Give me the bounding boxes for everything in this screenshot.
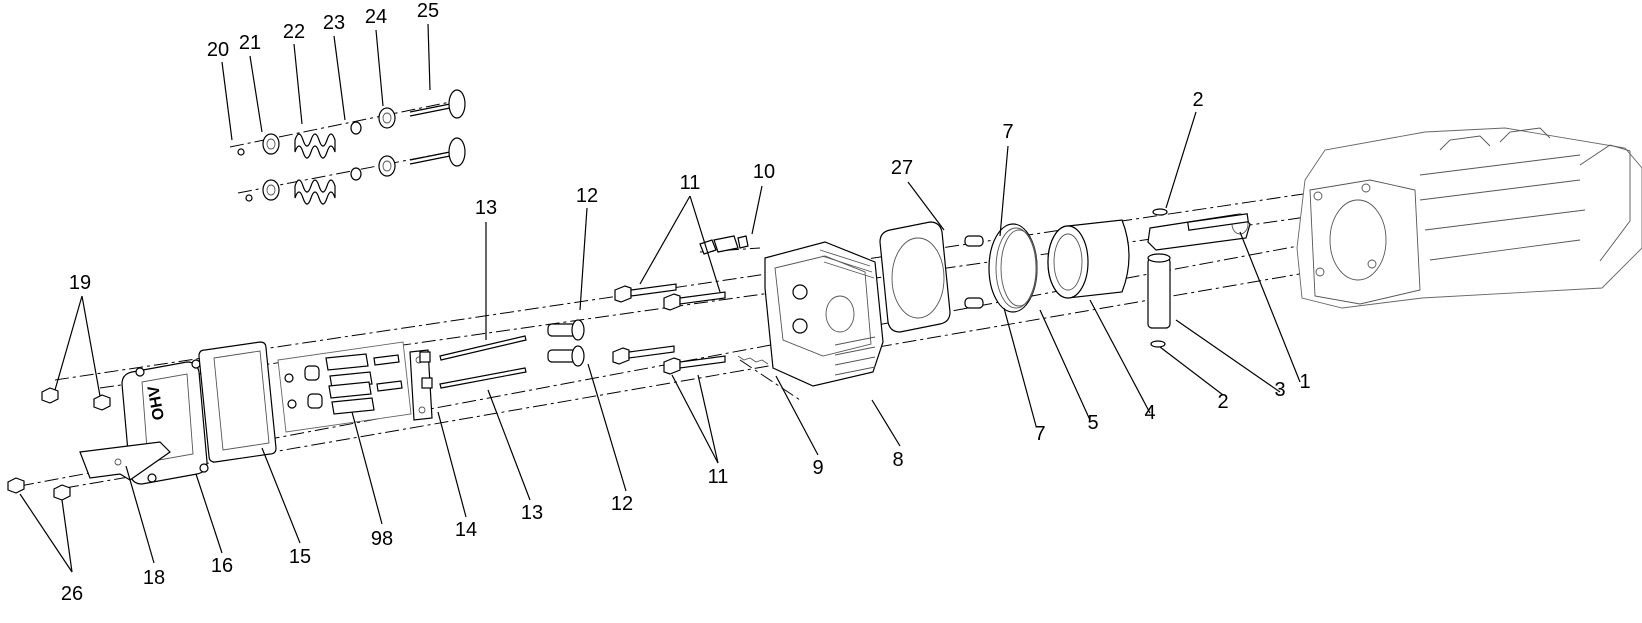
callout-2-lower: 2 xyxy=(1217,391,1229,413)
head-bolts xyxy=(612,283,726,375)
callout-10: 10 xyxy=(752,161,776,183)
callout-13-lower: 13 xyxy=(520,502,544,524)
valve-stem-seal xyxy=(737,355,769,365)
callout-21: 21 xyxy=(238,32,262,54)
head-gasket xyxy=(879,221,951,333)
callout-25: 25 xyxy=(416,0,440,22)
callout-23: 23 xyxy=(322,12,346,34)
valve-train-upper xyxy=(237,89,466,159)
push-rods xyxy=(439,335,527,389)
valve-cover-gasket xyxy=(198,341,277,463)
cylinder-head xyxy=(764,241,884,387)
callout-4: 4 xyxy=(1144,402,1156,424)
callout-11-upper: 11 xyxy=(679,172,701,194)
valve-train-lower xyxy=(245,137,466,205)
callout-2-upper: 2 xyxy=(1192,89,1204,111)
piston-rings xyxy=(988,223,1038,313)
callout-22: 22 xyxy=(282,21,306,43)
callout-19: 19 xyxy=(68,272,92,294)
callout-7-lower: 7 xyxy=(1034,423,1046,445)
wrist-pin-clips xyxy=(1150,208,1168,348)
callout-5: 5 xyxy=(1087,412,1099,434)
wrist-pin xyxy=(1147,253,1171,329)
callout-24: 24 xyxy=(364,6,388,28)
tappets xyxy=(547,319,585,367)
dowel-pins xyxy=(964,235,984,309)
rocker-arm-assembly xyxy=(277,341,412,433)
callout-27: 27 xyxy=(890,157,914,179)
callout-1: 1 xyxy=(1299,371,1311,393)
callout-3: 3 xyxy=(1274,379,1286,401)
callout-18: 18 xyxy=(142,567,166,589)
callout-8: 8 xyxy=(892,449,904,471)
connecting-rod xyxy=(1147,213,1251,251)
cover-bolts xyxy=(7,387,111,501)
callout-15: 15 xyxy=(288,546,312,568)
callout-9: 9 xyxy=(812,457,824,479)
callout-13-upper: 13 xyxy=(474,197,498,219)
spark-plug xyxy=(699,235,749,255)
crankcase xyxy=(1296,127,1642,309)
ohv-marking: OHV xyxy=(145,384,168,421)
leader-lines xyxy=(19,23,1301,573)
callout-7-upper: 7 xyxy=(1002,121,1014,143)
push-rod-guide-plate xyxy=(409,349,433,421)
callout-14: 14 xyxy=(454,519,478,541)
callout-20: 20 xyxy=(206,39,230,61)
callout-16: 16 xyxy=(210,555,234,577)
callout-12-upper: 12 xyxy=(575,185,599,207)
piston xyxy=(1047,219,1130,299)
callout-12-lower: 12 xyxy=(610,493,634,515)
callout-26: 26 xyxy=(60,583,84,605)
callout-98: 98 xyxy=(370,528,394,550)
callout-11-lower: 11 xyxy=(707,466,729,488)
